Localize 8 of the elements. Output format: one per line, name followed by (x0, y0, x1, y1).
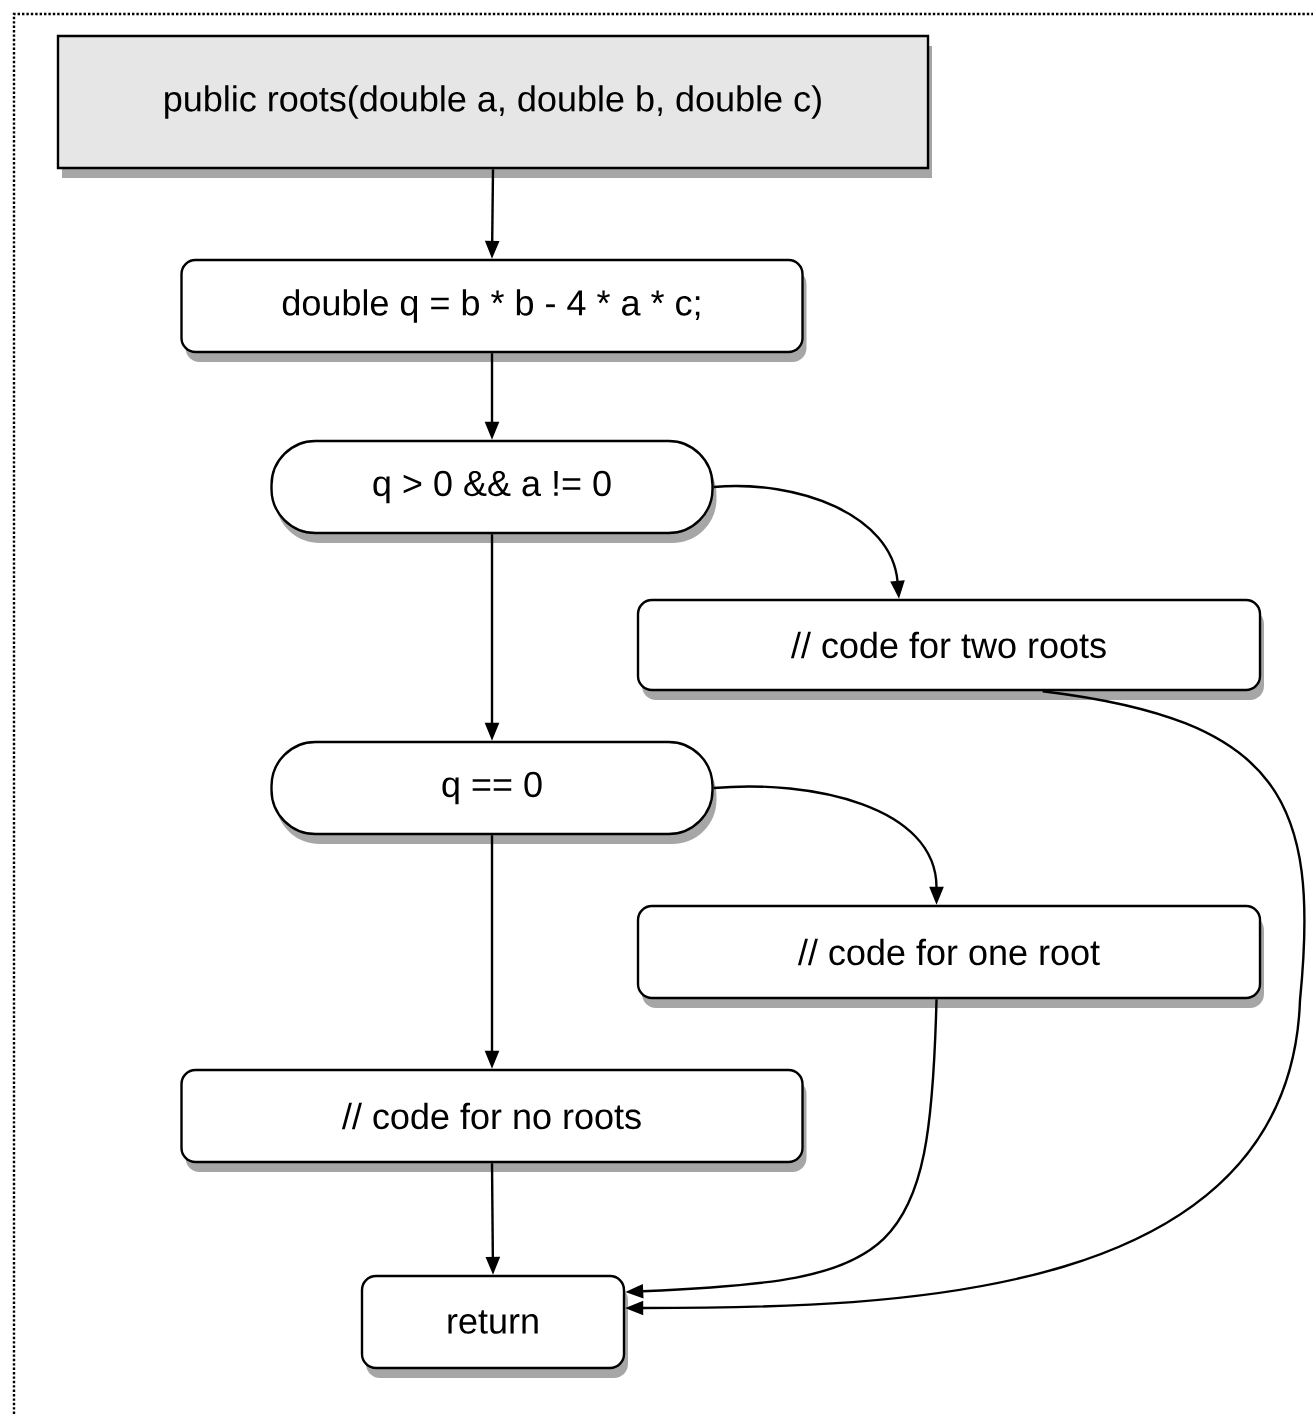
process-box: // code for two roots (636, 598, 1264, 700)
decision-box: q == 0 (270, 740, 717, 844)
decision-box: q > 0 && a != 0 (270, 439, 717, 543)
process-box: // code for one root (636, 904, 1264, 1008)
process-box: public roots(double a, double b, double c) (56, 34, 932, 178)
process-box: return (360, 1274, 628, 1378)
process-box: double q = b * b - 4 * a * c; (180, 258, 807, 362)
process-box: // code for no roots (180, 1068, 807, 1172)
